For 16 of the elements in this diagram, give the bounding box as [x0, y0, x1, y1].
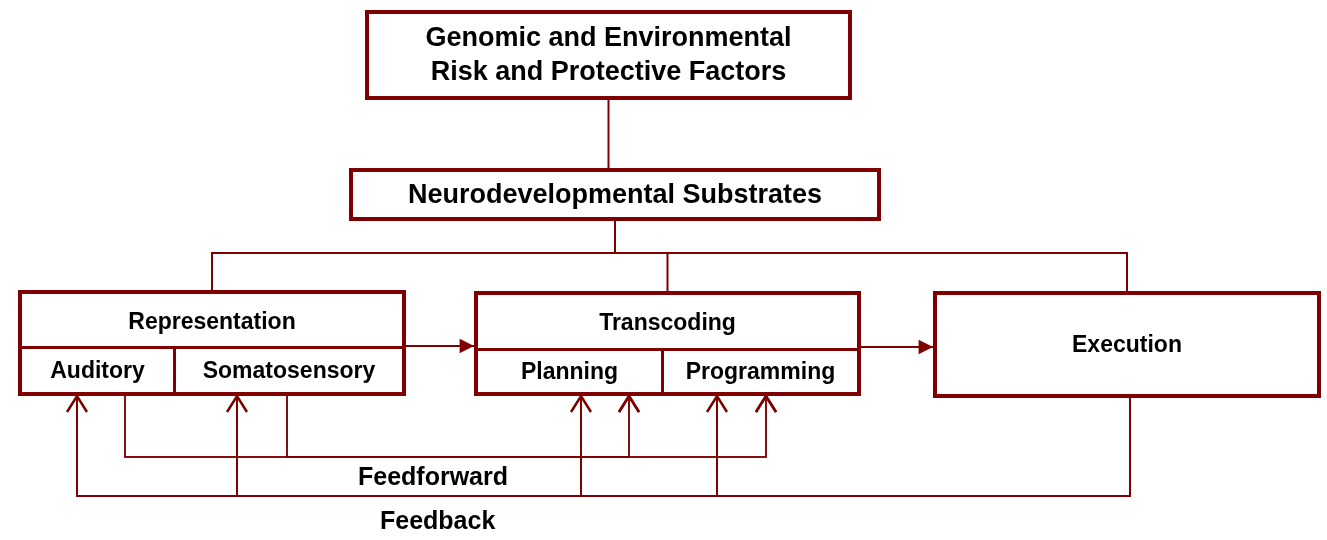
process-box: Programming: [664, 348, 857, 392]
process-box: [474, 291, 861, 396]
process-box: Auditory: [22, 346, 176, 392]
process-box: Execution: [933, 291, 1321, 398]
connector-line: [607, 99, 610, 169]
flow-label: Feedback: [380, 506, 496, 535]
process-box: Genomic and Environmental Risk and Protective Factors: [365, 10, 852, 100]
process-box: [18, 290, 406, 396]
arrow: [705, 394, 1131, 497]
process-box: Somatosensory: [176, 346, 402, 392]
arrow: [286, 394, 778, 458]
process-box: Neurodevelopmental Substrates: [349, 168, 881, 221]
process-box: Planning: [478, 348, 664, 392]
box-heading: Transcoding: [598, 309, 737, 336]
box-heading: Representation: [127, 308, 297, 335]
flow-label: Feedforward: [358, 462, 509, 491]
